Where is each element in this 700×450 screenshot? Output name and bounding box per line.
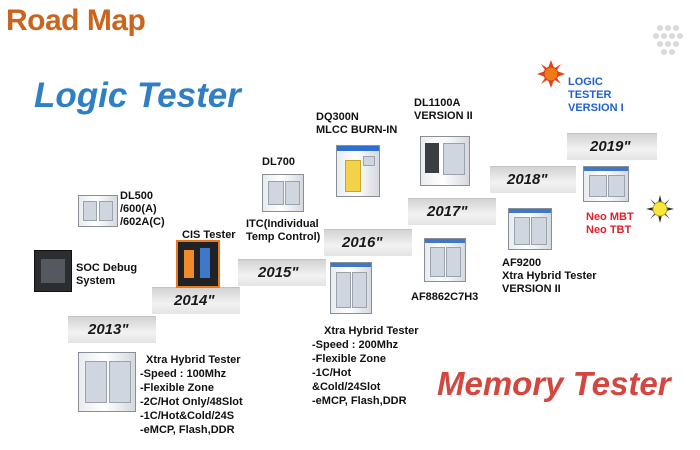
xtra-2016-spec: Xtra Hybrid Tester -Speed : 200Mhz -Flex… [312,324,452,408]
spec-line: -Flexible Zone [140,382,214,394]
spec-line: -1C/Hot [312,367,352,379]
xtra-2016-image [330,262,372,314]
logic-tester-version-label: LOGIC TESTER VERSION I [568,76,624,114]
sun-icon-orange [537,60,565,88]
soc-debug-label: SOC Debug System [76,262,138,287]
af9200-label: AF9200 Xtra Hybrid Tester VERSION II [502,257,597,295]
year-2015: 2015" [258,264,299,281]
neo-machine-image [583,166,629,202]
cis-tester-label: CIS Tester [182,229,236,241]
cis-tester-image [176,240,220,288]
dq300n-label: DQ300N MLCC BURN-IN [316,111,398,136]
dl700-label: DL700 [262,156,296,168]
spec-line: &Cold/24Slot [312,381,381,393]
neo-label: Neo MBT Neo TBT [586,211,634,236]
spec-line: -Speed : 100Mhz [140,368,227,380]
xtra-2013-name: Xtra Hybrid Tester [146,354,241,366]
dl700-image [262,174,304,212]
xtra-2013-spec: Xtra Hybrid Tester -Speed : 100Mhz -Flex… [140,353,300,437]
year-2018: 2018" [507,171,548,188]
spec-line: -2C/Hot Only/48Slot [140,396,243,408]
xtra-2016-name: Xtra Hybrid Tester [324,325,419,337]
spec-line: -1C/Hot&Cold/24S [140,410,235,422]
year-2014: 2014" [174,292,215,309]
memory-tester-heading: Memory Tester [437,365,671,402]
af9200-image [508,208,552,250]
dq300n-image [336,145,380,197]
spec-line: -Flexible Zone [312,353,386,365]
soc-debug-image [34,250,72,292]
xtra-2013-image [78,352,136,412]
dots-logo-icon [653,25,683,55]
dl1100a-image [420,136,470,186]
step-2019 [567,133,657,160]
step-2013 [68,316,156,343]
spec-line: -eMCP, Flash,DDR [140,424,235,436]
step-2016 [324,229,412,256]
logic-tester-heading: Logic Tester [34,76,241,115]
year-2019: 2019" [590,138,631,155]
spec-line: -Speed : 200Mhz [312,339,399,351]
af8862-image [424,238,466,282]
dl500-label: DL500 /600(A) /602A(C) [120,190,165,228]
step-2015 [238,259,326,286]
page-title: Road Map [6,4,146,37]
sun-icon-yellow [646,195,674,223]
year-2013: 2013" [88,321,129,338]
step-2018 [490,166,576,193]
af8862-label: AF8862C7H3 [411,291,479,303]
itc-label: ITC(Individual Temp Control) [246,218,321,243]
step-2017 [408,198,496,225]
dl500-image [78,195,118,227]
step-2014 [152,287,240,314]
dl1100a-label: DL1100A VERSION II [414,97,473,122]
year-2017: 2017" [427,203,468,220]
year-2016: 2016" [342,234,383,251]
spec-line: -eMCP, Flash,DDR [312,395,407,407]
